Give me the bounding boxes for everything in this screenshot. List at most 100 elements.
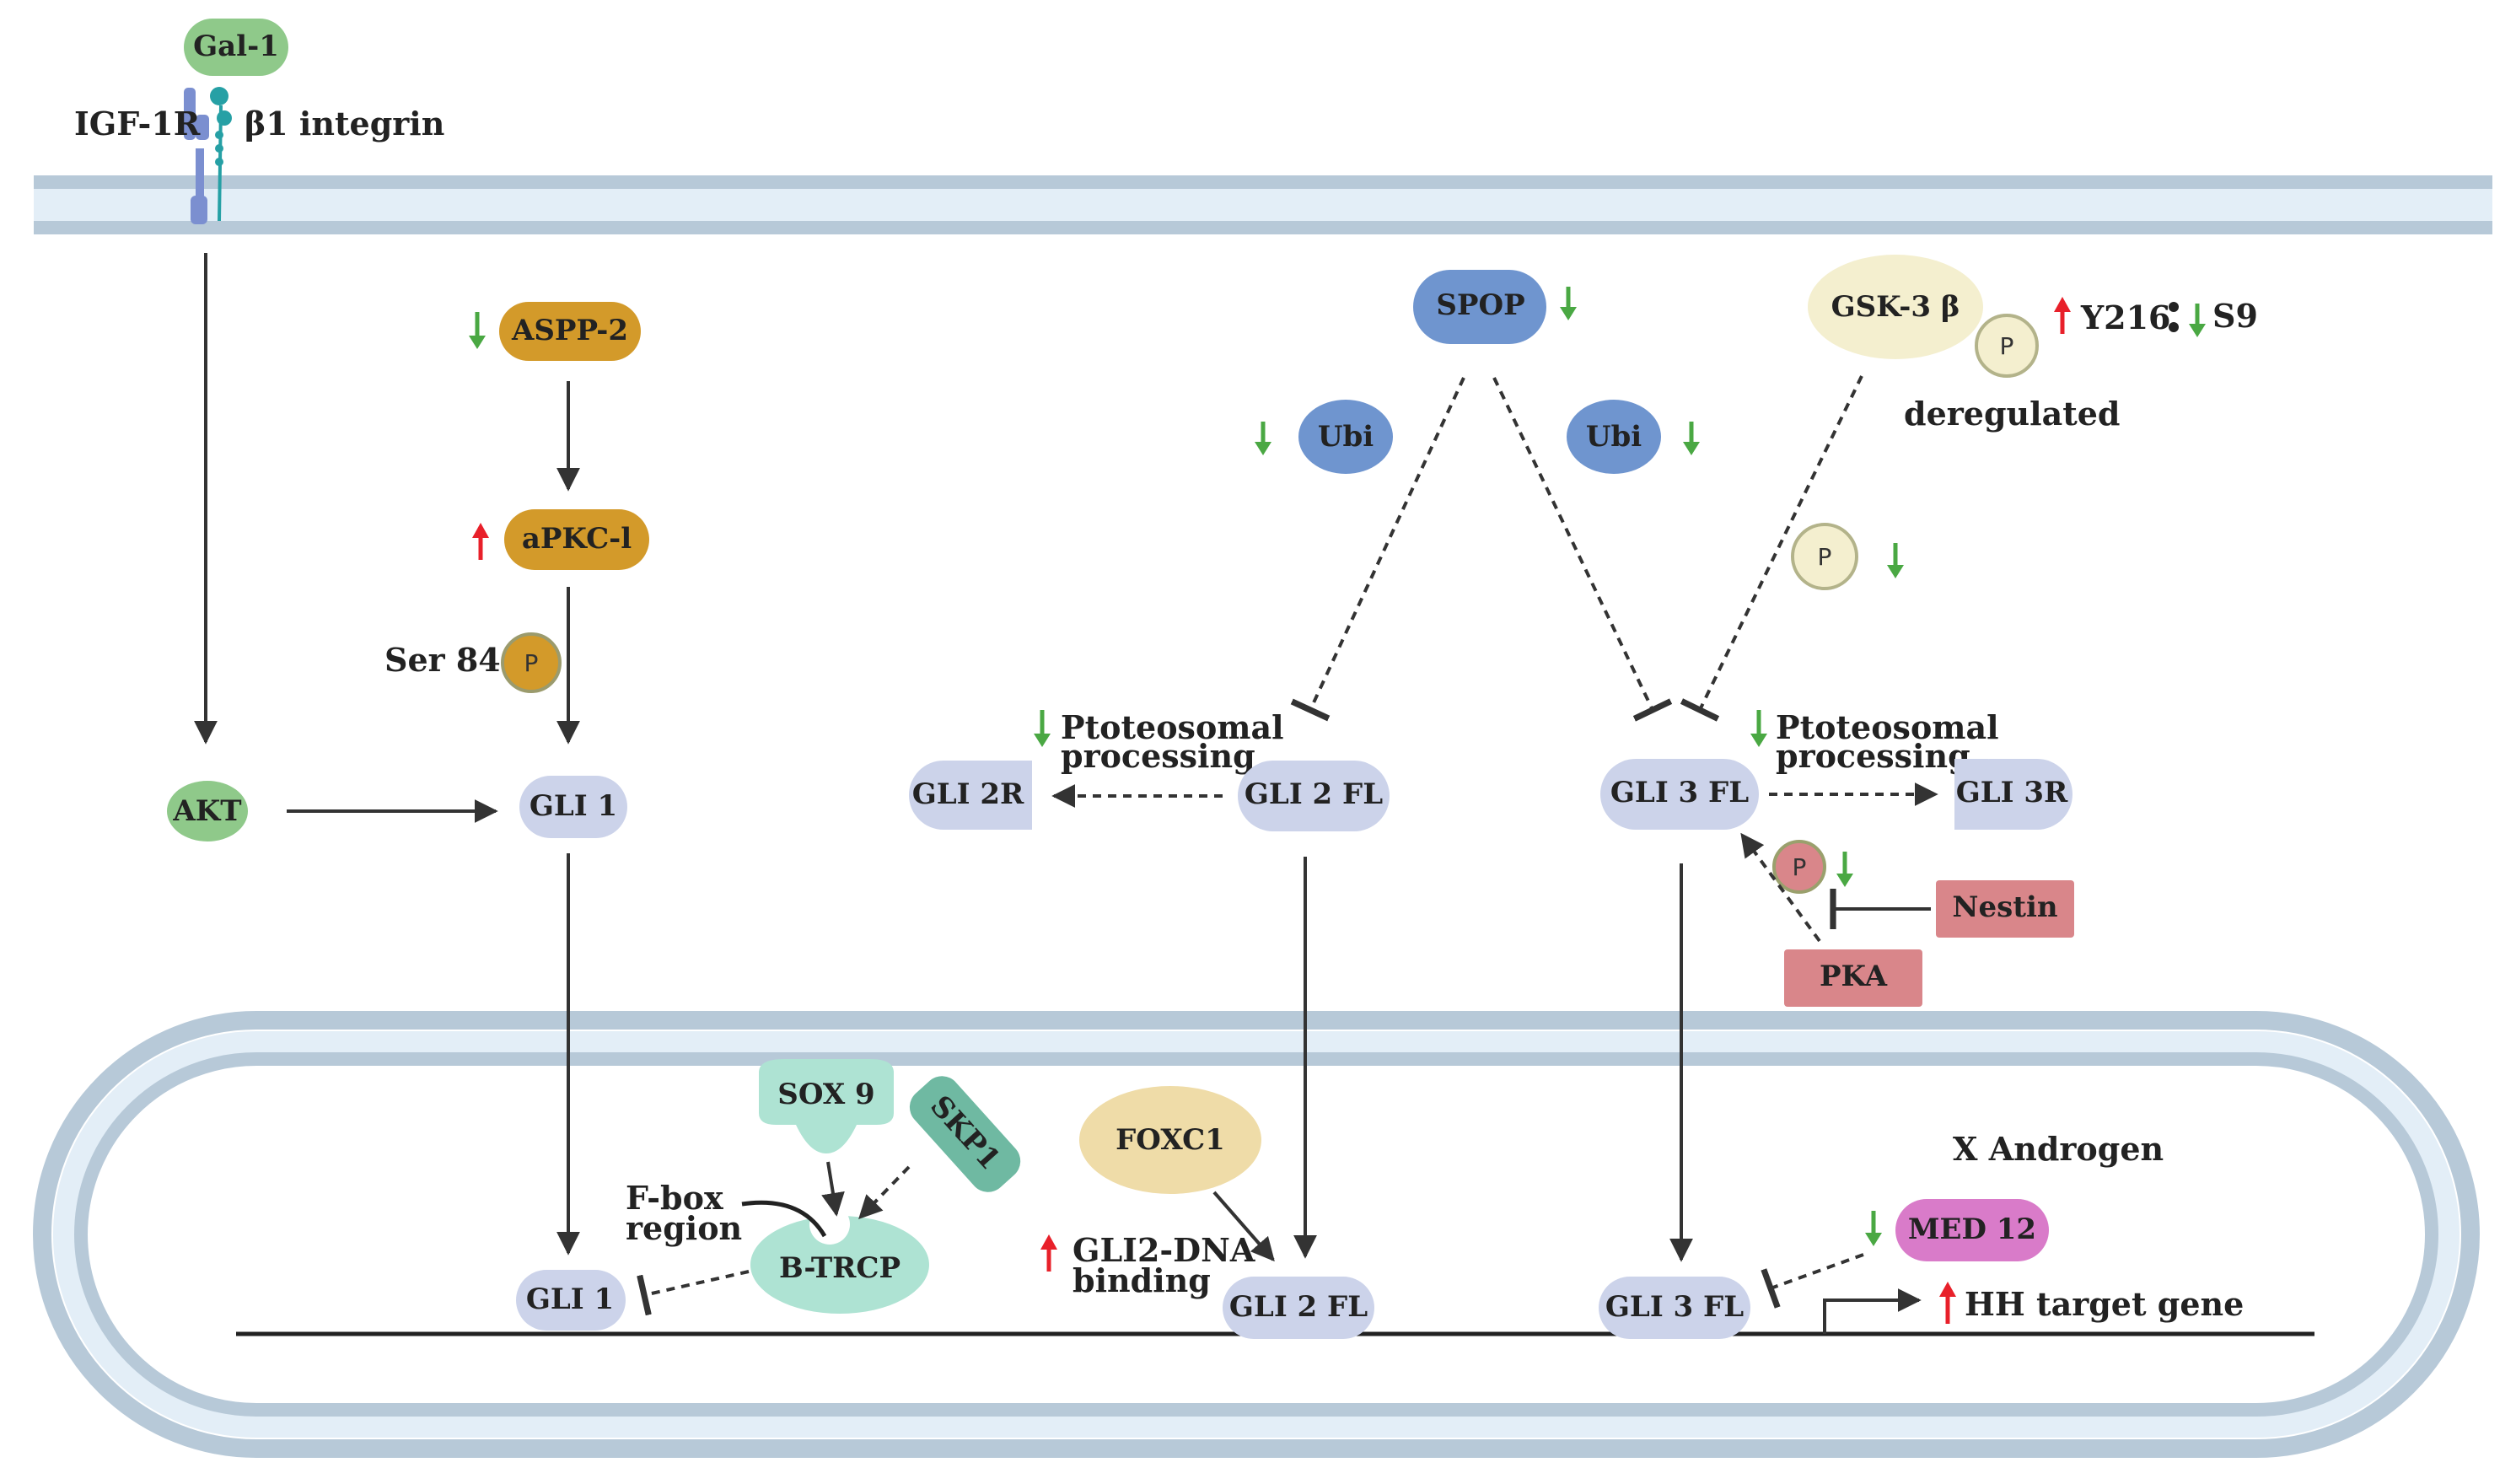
- svg-text:ASPP-2: ASPP-2: [511, 314, 628, 347]
- transcription-start-arrow: [1823, 1288, 1922, 1334]
- deregulated-label: deregulated: [1904, 395, 2121, 433]
- svg-text:PKA: PKA: [1820, 960, 1888, 993]
- gsk3b-inhibits-gli3fl: [1680, 375, 1863, 722]
- s9-label: S9: [2212, 297, 2258, 335]
- down-arrow-icon: [1255, 422, 1271, 455]
- btrcp-node: B-TRCP: [750, 1204, 929, 1314]
- hh-target-gene-label: HH target gene: [1965, 1285, 2244, 1323]
- b1-integrin-label: β1 integrin: [245, 105, 444, 142]
- down-arrow-icon: [1034, 710, 1051, 747]
- spop-inhibits-gli2fl: [1290, 377, 1465, 722]
- ser84-label: Ser 84: [384, 641, 501, 679]
- gsk3b-node: GSK-3 β: [1808, 255, 1983, 359]
- proteosomal-right-line1: Ptoteosomal: [1776, 708, 1999, 746]
- med12-inhibits-gli3fl: [1761, 1253, 1864, 1309]
- gli2r-node: GLI 2R: [909, 761, 1032, 830]
- svg-text:P: P: [1818, 543, 1832, 571]
- cell-membrane: [34, 175, 2492, 234]
- down-arrow-icon: [469, 312, 486, 349]
- skp1-to-btrcp: [858, 1165, 911, 1220]
- svg-text:GLI 2R: GLI 2R: [912, 777, 1024, 811]
- down-arrow-icon: [1560, 287, 1577, 320]
- androgen-label: X Androgen: [1953, 1130, 2164, 1168]
- fbox-label-line2: region: [626, 1209, 742, 1247]
- svg-text:aPKC-l: aPKC-l: [522, 522, 632, 556]
- spop-inhibits-gli3fl: [1492, 377, 1673, 722]
- svg-text:GLI 1: GLI 1: [526, 1282, 614, 1316]
- gli2fl-cyto-node: GLI 2 FL: [1238, 761, 1390, 831]
- gli1-nuc-node: GLI 1: [516, 1270, 626, 1331]
- phospho-gsk3b: P: [1975, 314, 2039, 378]
- svg-text:Ubi: Ubi: [1318, 420, 1374, 454]
- pka-node: PKA: [1784, 949, 1922, 1007]
- apkc-node: aPKC-l: [504, 509, 649, 570]
- svg-text:AKT: AKT: [172, 794, 241, 828]
- akt-node: AKT: [167, 781, 248, 841]
- svg-text:Nestin: Nestin: [1952, 890, 2057, 924]
- btrcp-inhibits-gli1: [637, 1270, 750, 1316]
- foxc1-node: FOXC1: [1079, 1086, 1261, 1194]
- svg-text:P: P: [524, 649, 539, 677]
- igf1r-receptor-icon: [184, 88, 209, 224]
- svg-text:GLI 3R: GLI 3R: [1956, 776, 2068, 809]
- svg-text:GLI 3 FL: GLI 3 FL: [1605, 1290, 1744, 1324]
- svg-text:GSK-3 β: GSK-3 β: [1831, 290, 1960, 324]
- svg-text:SPOP: SPOP: [1436, 288, 1524, 322]
- svg-text:P: P: [1793, 853, 1807, 881]
- spop-node: SPOP: [1413, 270, 1546, 344]
- foxc1-to-gli2fl: [1212, 1191, 1275, 1262]
- gli3r-node: GLI 3R: [1954, 759, 2072, 830]
- med12-node: MED 12: [1895, 1199, 2049, 1261]
- svg-text:SOX 9: SOX 9: [777, 1078, 874, 1111]
- up-arrow-icon: [1939, 1282, 1956, 1324]
- nucleus-envelope: [33, 1011, 2480, 1458]
- phospho-ser84: P: [501, 632, 562, 693]
- phospho-pka: P: [1772, 840, 1826, 894]
- sox9-to-btrcp: [821, 1161, 845, 1217]
- gal1-node: Gal-1: [184, 19, 288, 76]
- svg-text:Gal-1: Gal-1: [193, 30, 279, 63]
- svg-text:GLI 2 FL: GLI 2 FL: [1245, 777, 1383, 811]
- aspp2-node: ASPP-2: [499, 302, 641, 361]
- svg-text:GLI 3 FL: GLI 3 FL: [1610, 776, 1749, 809]
- svg-text:Ubi: Ubi: [1586, 420, 1642, 454]
- gli1-cyto-node: GLI 1: [519, 776, 627, 838]
- ubi-right-node: Ubi: [1567, 400, 1661, 474]
- proteosomal-right-line2: processing: [1776, 737, 1970, 775]
- igf1r-label: IGF-1R: [74, 105, 201, 142]
- down-arrow-icon: [2189, 304, 2206, 337]
- up-arrow-icon: [2054, 297, 2071, 334]
- svg-text:B-TRCP: B-TRCP: [779, 1251, 900, 1285]
- proteosomal-left-line1: Ptoteosomal: [1061, 708, 1284, 746]
- pka-to-gli3fl: [1740, 832, 1821, 943]
- fbox-label-line1: F-box: [626, 1179, 723, 1217]
- down-arrow-icon: [1887, 543, 1904, 578]
- up-arrow-icon: [472, 523, 489, 560]
- y216-label: Y216: [2080, 298, 2170, 336]
- gli2-dna-label-line2: binding: [1073, 1261, 1211, 1299]
- svg-text:GLI 2 FL: GLI 2 FL: [1229, 1290, 1368, 1324]
- up-arrow-icon: [1040, 1234, 1057, 1272]
- svg-text:P: P: [2000, 332, 2014, 360]
- fbox-connector: [741, 1200, 827, 1238]
- nestin-node: Nestin: [1936, 880, 2074, 938]
- proteosomal-left-line2: processing: [1061, 737, 1255, 775]
- svg-text:GLI 1: GLI 1: [530, 789, 617, 823]
- gli2-dna-label-line1: GLI2-DNA: [1073, 1231, 1255, 1269]
- down-arrow-icon: [1836, 852, 1853, 887]
- gli3fl-cyto-node: GLI 3 FL: [1600, 759, 1759, 830]
- down-arrow-icon: [1750, 710, 1767, 747]
- down-arrow-icon: [1683, 422, 1700, 455]
- down-arrow-icon: [1865, 1211, 1882, 1246]
- b1-integrin-icon: [210, 87, 232, 222]
- ubi-left-node: Ubi: [1298, 400, 1393, 474]
- gli3fl-nuc-node: GLI 3 FL: [1599, 1277, 1750, 1339]
- sox9-node: SOX 9: [759, 1059, 894, 1153]
- skp1-node: SKP1: [909, 1076, 1021, 1192]
- ratio-colon: [2169, 302, 2179, 332]
- svg-text:MED 12: MED 12: [1908, 1212, 2036, 1246]
- gli2fl-nuc-node: GLI 2 FL: [1223, 1277, 1374, 1339]
- phospho-gli3: P: [1791, 523, 1858, 590]
